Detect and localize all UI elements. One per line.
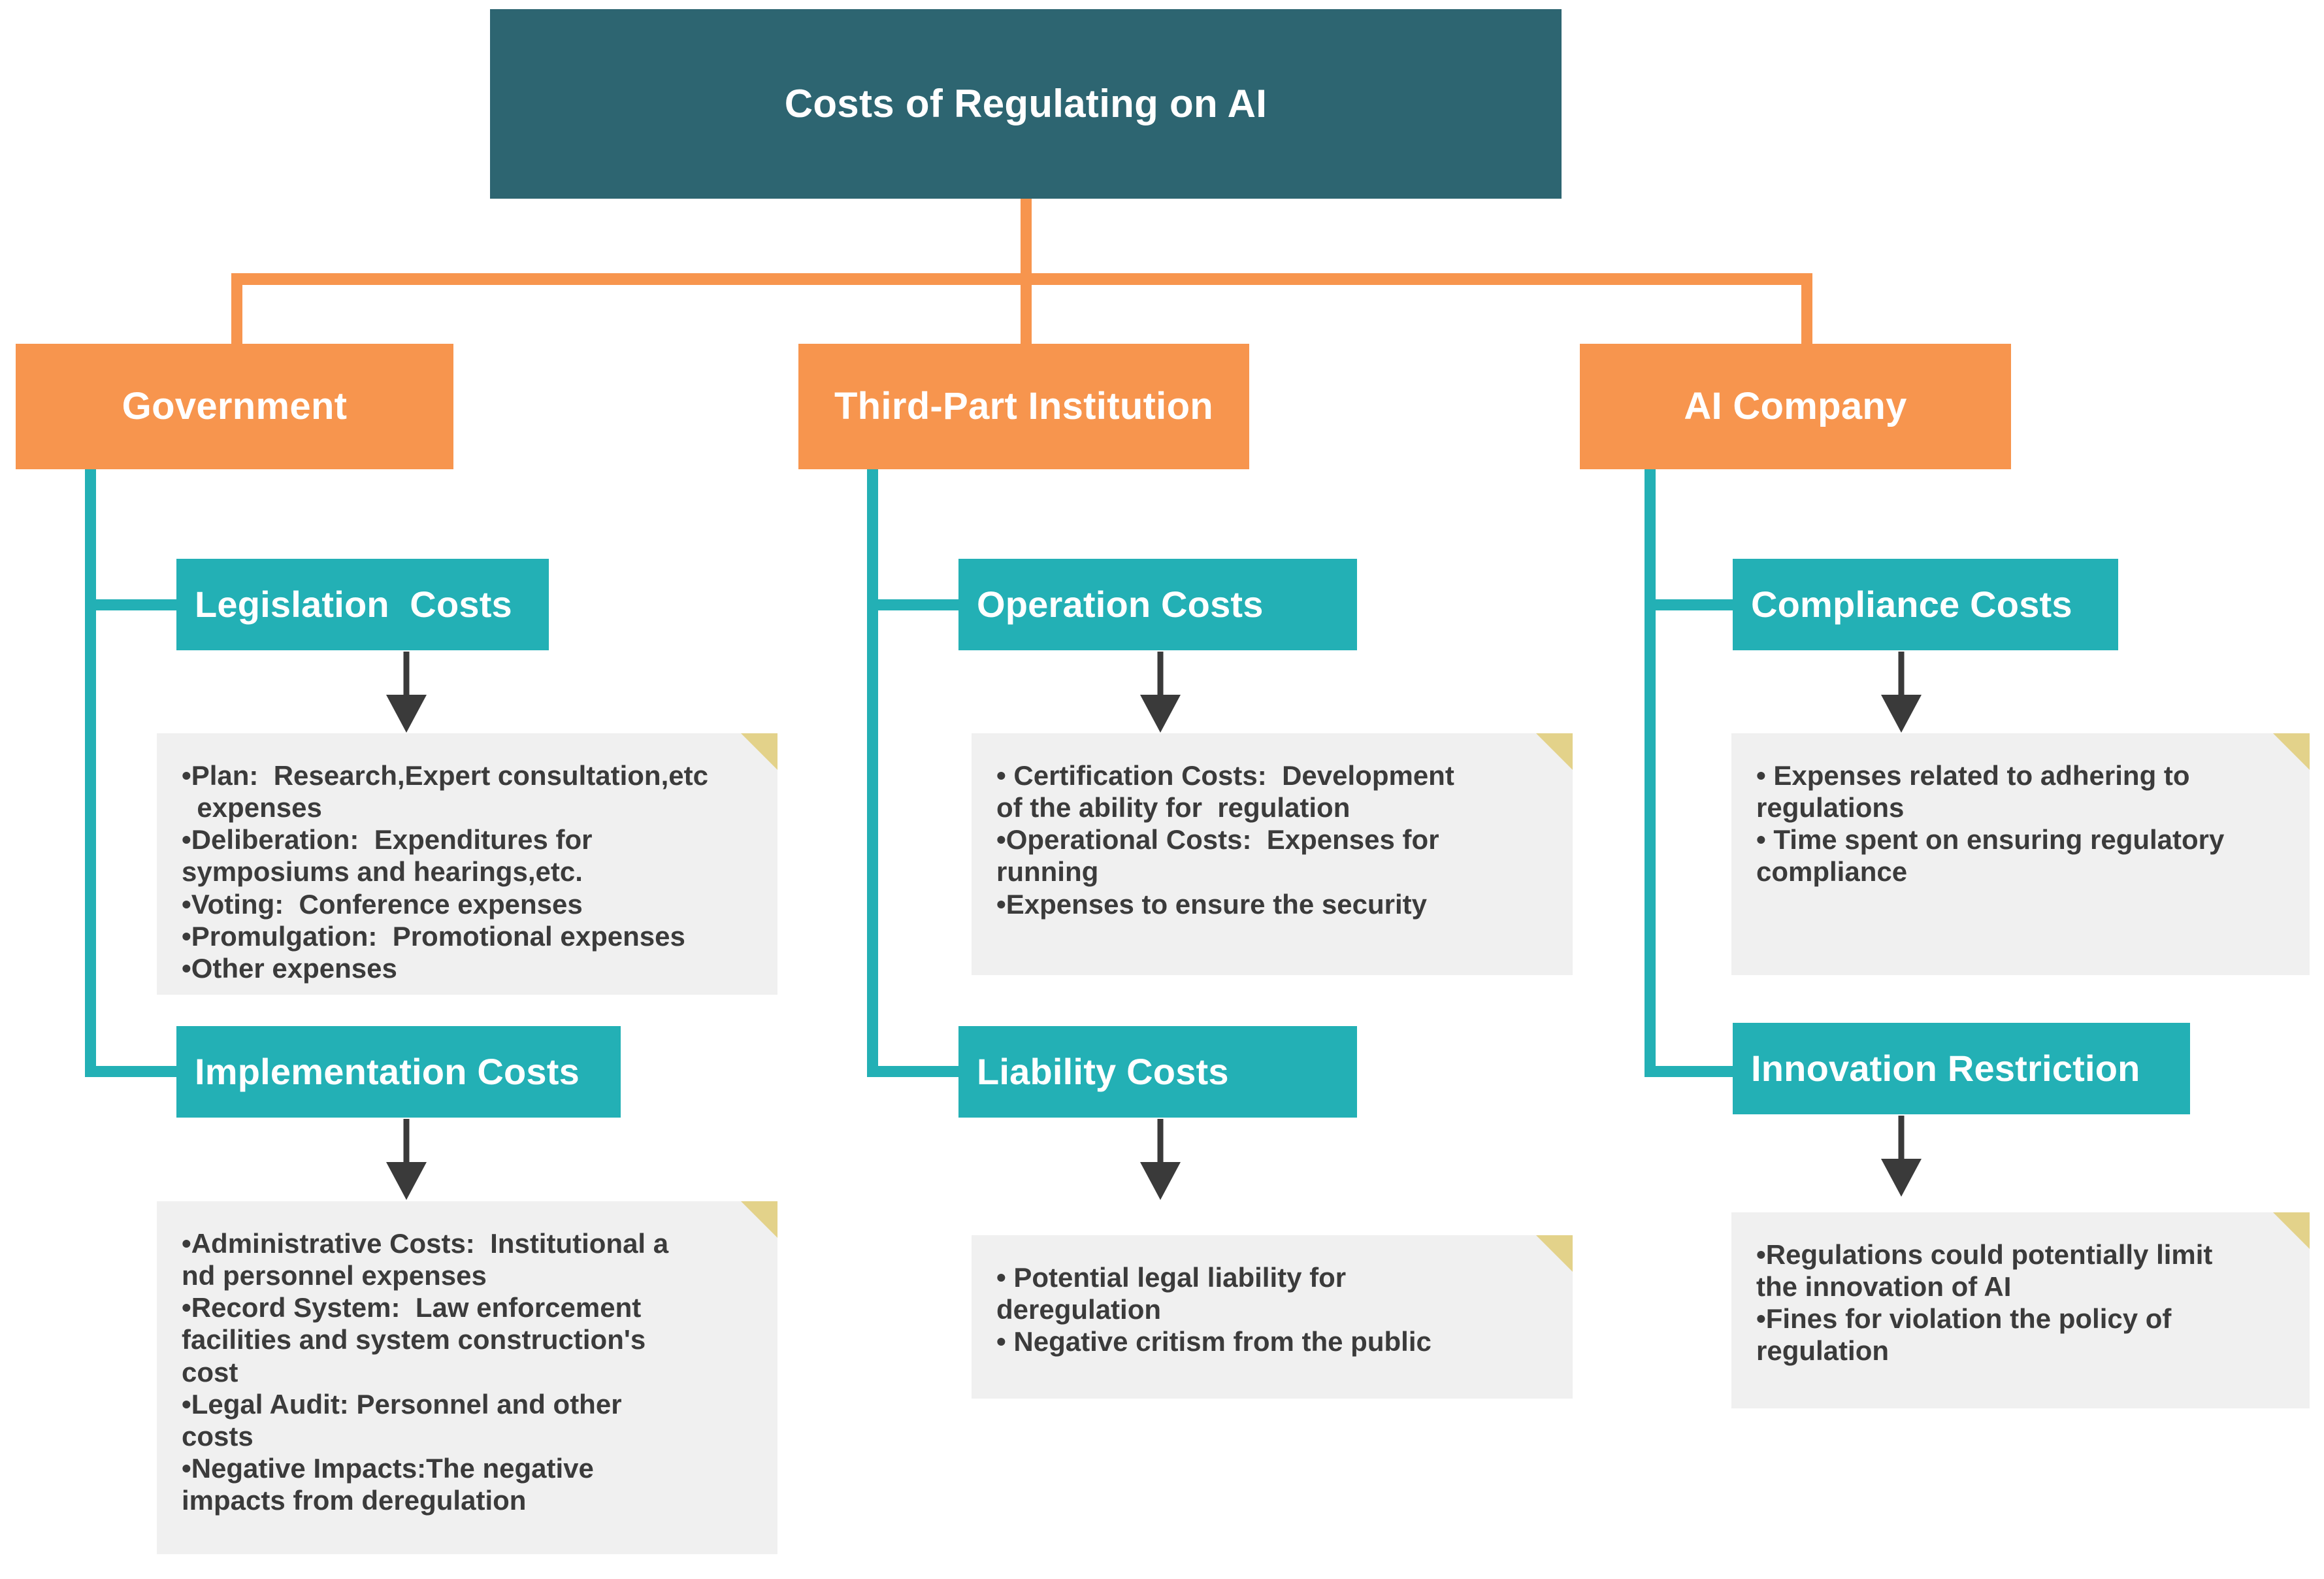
category-label-compliance-costs: Compliance Costs [1751, 584, 2072, 625]
note-line: symposiums and hearings,etc. [182, 856, 583, 888]
connector-stub-compliance-costs [1645, 599, 1738, 610]
connector-root-stem [1021, 199, 1032, 276]
note-line: •Promulgation: Promotional expenses [182, 920, 685, 952]
connector-trunk-ai-company [1645, 469, 1656, 1077]
note-line: compliance [1756, 856, 1908, 888]
category-label-implementation-costs: Implementation Costs [195, 1051, 580, 1093]
note-line: costs [182, 1420, 254, 1452]
note-line: •Regulations could potentially limit [1756, 1239, 2213, 1270]
note-line: expenses [182, 792, 322, 823]
note-line: nd personnel expenses [182, 1260, 487, 1291]
page-fold-icon [1536, 733, 1573, 770]
note-implementation-costs: •Administrative Costs: Institutional a n… [157, 1201, 777, 1554]
connector-drop-third-part-institution [1021, 273, 1032, 344]
note-innovation-restriction: •Regulations could potentially limit the… [1731, 1212, 2310, 1408]
page-fold-icon [1536, 1235, 1573, 1272]
note-line: cost [182, 1356, 238, 1388]
page-fold-icon [741, 733, 777, 770]
note-line: facilities and system construction's [182, 1324, 646, 1355]
branch-label-third-part-institution: Third-Part Institution [834, 385, 1214, 428]
connector-stub-liability-costs [867, 1066, 960, 1077]
note-line: • Negative critism from the public [996, 1326, 1432, 1357]
note-liability-costs: • Potential legal liability for deregula… [972, 1235, 1573, 1399]
connector-trunk-government [85, 469, 96, 1077]
note-line: •Expenses to ensure the security [996, 888, 1427, 920]
note-line: • Certification Costs: Development [996, 760, 1454, 791]
note-line: •Fines for violation the policy of [1756, 1303, 2172, 1335]
note-legislation-costs: •Plan: Research,Expert consultation,etc … [157, 733, 777, 995]
connector-trunk-third-part-institution [867, 469, 878, 1077]
category-node-implementation-costs[interactable]: Implementation Costs [176, 1026, 621, 1118]
note-line: impacts from deregulation [182, 1485, 527, 1516]
note-line: running [996, 856, 1099, 888]
note-line: • Expenses related to adhering to [1756, 760, 2190, 791]
branch-label-government: Government [122, 385, 348, 428]
category-node-legislation-costs[interactable]: Legislation Costs [176, 559, 549, 650]
note-line: deregulation [996, 1294, 1162, 1325]
category-label-innovation-restriction: Innovation Restriction [1751, 1048, 2140, 1089]
category-label-legislation-costs: Legislation Costs [195, 584, 512, 625]
connector-stub-legislation-costs [85, 599, 178, 610]
note-line: •Administrative Costs: Institutional a [182, 1228, 669, 1259]
note-line: regulation [1756, 1335, 1890, 1367]
category-node-innovation-restriction[interactable]: Innovation Restriction [1733, 1023, 2190, 1114]
note-line: of the ability for regulation [996, 792, 1350, 823]
note-line: • Time spent on ensuring regulatory [1756, 824, 2225, 856]
page-fold-icon [2273, 1212, 2310, 1249]
note-line: regulations [1756, 792, 1905, 823]
branch-node-government[interactable]: Government [16, 344, 453, 469]
note-line: • Potential legal liability for [996, 1262, 1347, 1293]
connector-stub-innovation-restriction [1645, 1066, 1738, 1077]
root-node-label: Costs of Regulating on AI [784, 82, 1268, 125]
note-line: •Other expenses [182, 952, 397, 984]
note-line: •Record System: Law enforcement [182, 1292, 642, 1323]
category-node-liability-costs[interactable]: Liability Costs [958, 1026, 1357, 1118]
branch-label-ai-company: AI Company [1684, 385, 1907, 428]
note-operation-costs: • Certification Costs: Development of th… [972, 733, 1573, 975]
category-node-compliance-costs[interactable]: Compliance Costs [1733, 559, 2118, 650]
connector-stub-implementation-costs [85, 1066, 178, 1077]
branch-node-third-part-institution[interactable]: Third-Part Institution [798, 344, 1249, 469]
note-line: •Deliberation: Expenditures for [182, 824, 593, 856]
note-compliance-costs: • Expenses related to adhering to regula… [1731, 733, 2310, 975]
note-line: •Negative Impacts:The negative [182, 1452, 594, 1484]
connector-drop-government [231, 273, 242, 344]
branch-node-ai-company[interactable]: AI Company [1580, 344, 2011, 469]
page-fold-icon [2273, 733, 2310, 770]
root-node-costs-of-regulating-on-ai[interactable]: Costs of Regulating on AI [490, 9, 1562, 199]
category-label-liability-costs: Liability Costs [977, 1051, 1229, 1093]
note-line: •Operational Costs: Expenses for [996, 824, 1439, 856]
connector-stub-operation-costs [867, 599, 960, 610]
note-line: •Voting: Conference expenses [182, 888, 583, 920]
page-fold-icon [741, 1201, 777, 1238]
note-line: •Plan: Research,Expert consultation,etc [182, 760, 708, 791]
connector-drop-ai-company [1801, 273, 1812, 344]
category-node-operation-costs[interactable]: Operation Costs [958, 559, 1357, 650]
note-line: the innovation of AI [1756, 1271, 2012, 1303]
category-label-operation-costs: Operation Costs [977, 584, 1264, 625]
note-line: •Legal Audit: Personnel and other [182, 1388, 622, 1420]
